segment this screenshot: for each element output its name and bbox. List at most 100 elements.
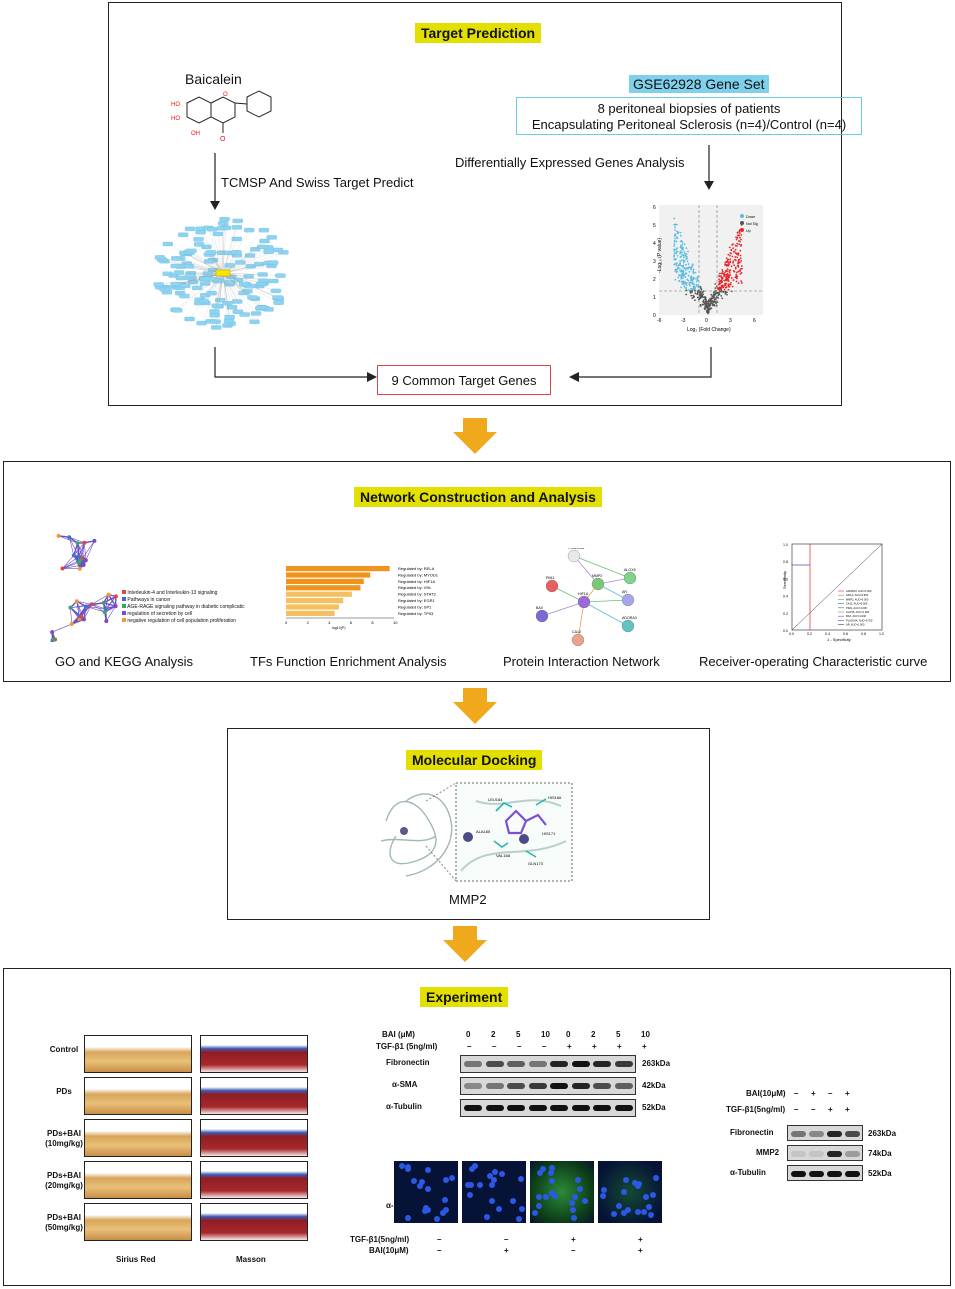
volcano-point xyxy=(679,274,682,277)
wb1-band xyxy=(550,1083,568,1089)
volcano-point xyxy=(673,235,676,237)
wb2-band xyxy=(845,1171,860,1177)
volcano-xtick: 0 xyxy=(705,318,708,324)
tf-bar-label: Regulated by: HIF1A xyxy=(398,579,435,584)
go-edge xyxy=(73,542,85,556)
volcano-point xyxy=(726,279,728,282)
wb1-size-label: 263kDa xyxy=(642,1059,671,1068)
volcano-point xyxy=(681,253,683,256)
go-node xyxy=(78,558,83,563)
volcano-point xyxy=(715,302,717,305)
volcano-point xyxy=(691,281,694,284)
ppi-node-label: PLA2G4A xyxy=(568,548,585,550)
volcano-point xyxy=(680,255,683,258)
volcano-point xyxy=(721,277,724,280)
volcano-point xyxy=(714,287,717,290)
wb1-band xyxy=(571,1105,590,1111)
go-node xyxy=(76,554,81,559)
go-edge xyxy=(91,602,104,605)
volcano-point xyxy=(692,268,695,271)
wb2-band xyxy=(827,1151,842,1157)
if-nucleus xyxy=(570,1214,577,1221)
volcano-point xyxy=(685,267,688,270)
tf-bar xyxy=(286,591,352,597)
wb1-bai-value: 2 xyxy=(491,1030,496,1039)
cloud-edge xyxy=(222,262,274,274)
volcano-point xyxy=(681,282,684,285)
volcano-point xyxy=(732,270,735,272)
volcano-point xyxy=(712,293,715,296)
volcano-point xyxy=(730,252,732,255)
volcano-point xyxy=(741,267,743,270)
go-legend-item-4: regulation of secretion by cell xyxy=(122,611,245,618)
volcano-point xyxy=(730,249,733,252)
roc-xtick: 0.8 xyxy=(861,632,866,636)
residue-label-6: HIS171 xyxy=(542,831,556,836)
docking-panel: Molecular Docking LEU164 HIS166 ALA165 xyxy=(227,728,710,920)
cloud-target-node xyxy=(162,271,173,276)
cloud-edge xyxy=(214,272,224,316)
ppi-node xyxy=(621,619,635,633)
volcano-point xyxy=(692,272,695,275)
volcano-point xyxy=(728,246,731,249)
wb1-band xyxy=(550,1105,568,1111)
volcano-point xyxy=(729,283,732,286)
go-edge xyxy=(83,604,92,620)
cloud-target-node xyxy=(267,260,279,265)
cloud-edge xyxy=(220,272,224,301)
volcano-point xyxy=(680,259,683,262)
volcano-point xyxy=(675,252,678,255)
volcano-point xyxy=(725,264,728,267)
ppi-node-label: AR xyxy=(622,590,627,594)
ligand-chain xyxy=(525,813,547,826)
volcano-point xyxy=(740,238,742,241)
legend-notsig-dot xyxy=(740,221,744,225)
volcano-point xyxy=(727,253,730,256)
wb2-tgf-value: + xyxy=(828,1105,833,1114)
ppi-node-label: MMP2 xyxy=(592,574,602,578)
if-nucleus xyxy=(647,1211,654,1218)
wb2-blot xyxy=(787,1125,863,1141)
volcano-point xyxy=(695,280,698,283)
if-nucleus xyxy=(467,1191,474,1198)
wb2-bai-value: – xyxy=(794,1089,799,1098)
cloud-edge xyxy=(222,272,238,312)
volcano-point xyxy=(690,294,693,297)
volcano-point xyxy=(725,257,728,260)
cloud-edge xyxy=(222,238,237,274)
tf-bar xyxy=(286,604,339,610)
if-nucleus xyxy=(399,1163,406,1170)
label-go-kegg: GO and KEGG Analysis xyxy=(55,654,194,669)
ppi-node xyxy=(567,549,581,563)
volcano-point xyxy=(736,245,738,247)
volcano-point xyxy=(688,283,691,286)
volcano-point xyxy=(740,280,743,283)
volcano-point xyxy=(740,271,743,274)
protein-ribbon-2 xyxy=(405,793,453,877)
roc-legend-item: AR, AUC=1.000 xyxy=(846,623,865,627)
cloud-target-node xyxy=(266,235,277,240)
go-node xyxy=(102,610,107,615)
volcano-point xyxy=(736,256,739,259)
volcano-point xyxy=(687,266,690,269)
section-title-experiment: Experiment xyxy=(420,987,509,1007)
volcano-point xyxy=(729,274,732,276)
volcano-point xyxy=(715,291,717,294)
zoom-ribbon-2 xyxy=(475,799,562,807)
wb1-band xyxy=(485,1105,504,1111)
volcano-point xyxy=(734,266,737,269)
volcano-point xyxy=(713,304,716,307)
volcano-point xyxy=(696,278,699,280)
if-nucleus xyxy=(620,1188,627,1195)
tf-bar xyxy=(286,598,344,604)
roc-ytick: 0.2 xyxy=(783,612,788,616)
if-image xyxy=(530,1161,594,1223)
tf-xtick: 2 xyxy=(307,620,310,625)
ppi-edge xyxy=(577,601,585,641)
volcano-point xyxy=(688,281,691,284)
volcano-point xyxy=(726,277,729,280)
volcano-point xyxy=(699,297,702,299)
cloud-target-node xyxy=(218,221,229,226)
wb2-tgf-value: – xyxy=(794,1105,799,1114)
volcano-point xyxy=(673,252,676,255)
